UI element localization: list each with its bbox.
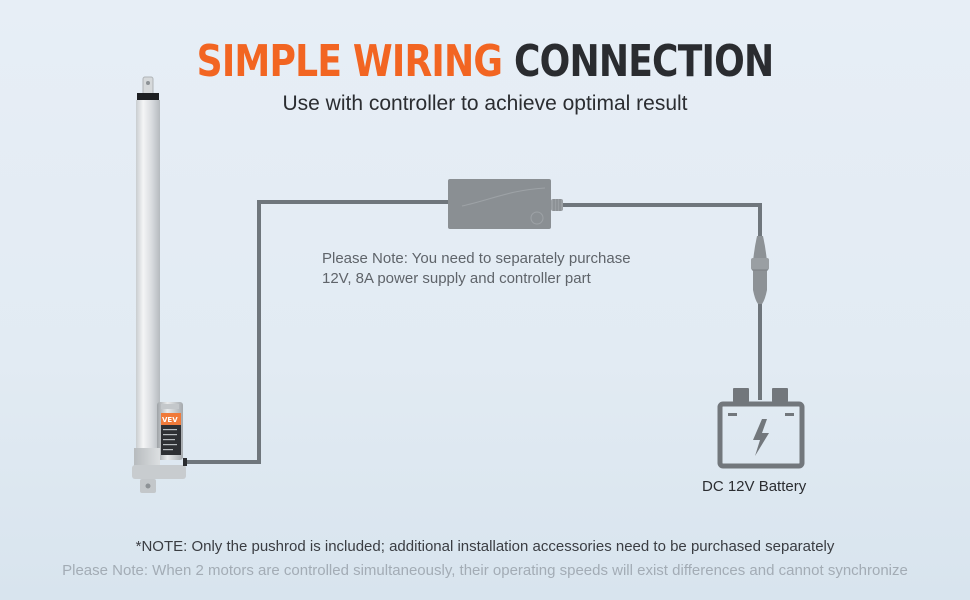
title-rest: CONNECTION (513, 36, 774, 87)
battery-label: DC 12V Battery (702, 478, 807, 495)
wire (186, 200, 762, 464)
title-accent: SIMPLE WIRING (196, 36, 503, 87)
page-title: SIMPLE WIRING CONNECTION (87, 34, 882, 90)
svg-text:VEV: VEV (162, 416, 178, 424)
footer-note-sync: Please Note: When 2 motors are controlle… (62, 562, 908, 579)
wire-controller-to-battery (560, 203, 762, 400)
brand-label (161, 413, 181, 425)
lightning-bolt-icon (753, 419, 769, 456)
footer-note-pushrod: *NOTE: Only the pushrod is included; add… (135, 538, 835, 555)
subtitle: Use with controller to achieve optimal r… (282, 92, 688, 115)
inline-connector (751, 236, 769, 304)
wire-actuator-to-controller (186, 200, 450, 464)
battery (717, 388, 805, 469)
purchase-note-line2: 12V, 8A power supply and controller part (322, 270, 591, 287)
linear-actuator: VEV (132, 76, 187, 493)
power-supply-controller (448, 179, 563, 229)
purchase-note-line1: Please Note: You need to separately purc… (322, 250, 631, 267)
purchase-note: Please Note: You need to separately purc… (322, 249, 631, 289)
